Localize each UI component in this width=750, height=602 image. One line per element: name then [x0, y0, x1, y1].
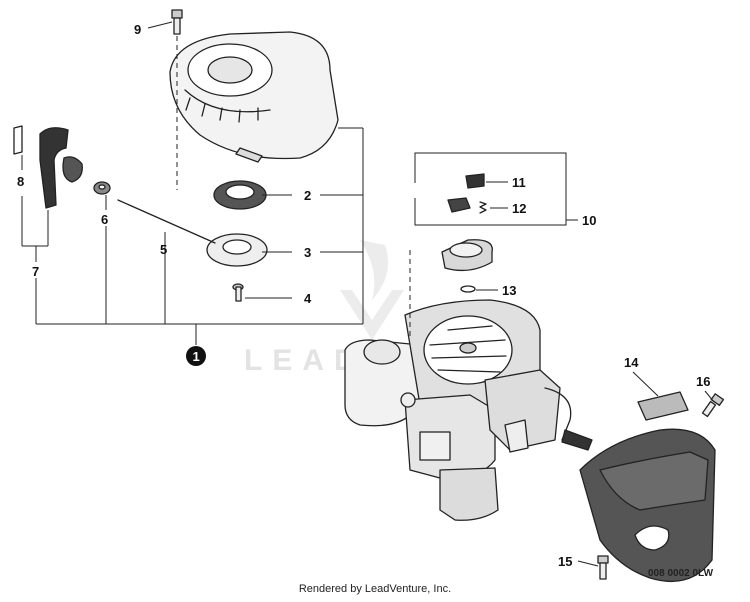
- leader-lines: [21, 21, 715, 567]
- footer-credit: Rendered by LeadVenture, Inc.: [298, 583, 452, 595]
- callout-3: 3: [304, 245, 311, 260]
- callout-10: 10: [582, 213, 596, 228]
- choke-knob-11[interactable]: [465, 173, 485, 189]
- spring-12[interactable]: [479, 201, 487, 214]
- screw-9[interactable]: [171, 9, 183, 35]
- screw-16[interactable]: [701, 393, 725, 418]
- starter-spring[interactable]: [213, 180, 267, 210]
- washer-13[interactable]: [460, 285, 476, 293]
- screw-15[interactable]: [597, 555, 609, 580]
- starter-housing[interactable]: [169, 31, 339, 163]
- callout-4: 4: [304, 291, 312, 306]
- callout-12: 12: [512, 201, 526, 216]
- bushing-6[interactable]: [93, 181, 111, 195]
- choke-cover[interactable]: [441, 239, 493, 272]
- diagram-code: 008 0002 0LW: [648, 568, 714, 579]
- starter-rope[interactable]: [117, 199, 216, 244]
- engine-assembly[interactable]: [344, 299, 593, 521]
- callout-14: 14: [624, 355, 639, 370]
- callout-6: 6: [101, 212, 108, 227]
- callout-13: 13: [502, 283, 516, 298]
- starter-handle[interactable]: [39, 127, 83, 209]
- handle-insert[interactable]: [13, 125, 23, 155]
- choke-lever-12[interactable]: [447, 197, 471, 213]
- callout-5: 5: [160, 242, 167, 257]
- callout-9: 9: [134, 22, 141, 37]
- callout-16: 16: [696, 374, 710, 389]
- callout-8: 8: [17, 174, 24, 189]
- callout-1: 1: [193, 349, 200, 364]
- callouts: 9 2 3 4 5 6 7 8 10 11 12 13 14 15 16 1: [17, 22, 710, 569]
- callout-11: 11: [512, 175, 526, 190]
- muffler-cover[interactable]: [579, 391, 716, 582]
- callout-7: 7: [32, 264, 39, 279]
- starter-pulley[interactable]: [206, 233, 268, 267]
- callout-15: 15: [558, 554, 572, 569]
- screw-4[interactable]: [232, 283, 244, 302]
- callout-2: 2: [304, 188, 311, 203]
- assembly-callout-marker: [186, 346, 206, 366]
